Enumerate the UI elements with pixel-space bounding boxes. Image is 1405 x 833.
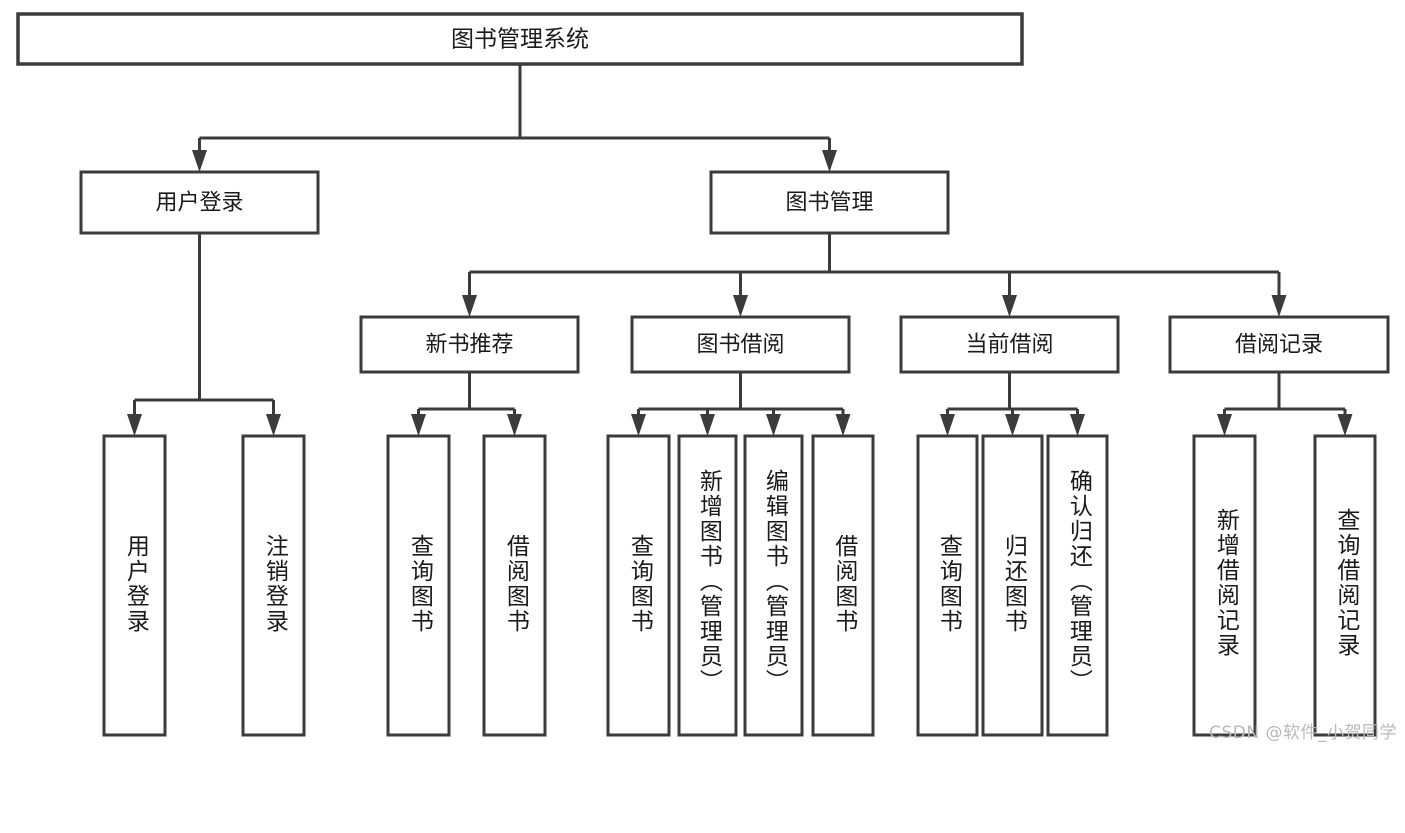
node-box	[709, 170, 950, 235]
node-leaf-logout[interactable]	[241, 434, 306, 737]
edge-group-book-manage-children	[462, 233, 1287, 317]
node-box	[16, 12, 1024, 66]
node-leaf-confirm-return[interactable]	[1046, 434, 1109, 737]
arrowhead-new_book_rec	[462, 295, 477, 317]
node-label: 用户登录	[155, 191, 243, 216]
node-box	[916, 434, 979, 737]
node-box	[677, 434, 738, 737]
node-leaf-query-book-1[interactable]	[386, 434, 451, 737]
edge-group-borrow-record-children	[1217, 372, 1353, 436]
node-leaf-query-record[interactable]	[1313, 434, 1377, 737]
node-box	[899, 315, 1120, 374]
edge-group-current-borrow-children	[940, 372, 1085, 436]
node-user-login[interactable]: 用户登录	[79, 170, 320, 235]
arrowhead-borrow_record	[1271, 295, 1287, 317]
node-leaf-user-login[interactable]	[102, 434, 167, 737]
node-leaf-query-book-3[interactable]	[916, 434, 979, 737]
node-current-borrow[interactable]: 当前借阅	[899, 315, 1120, 374]
node-box	[1168, 315, 1390, 374]
arrowhead-leaf_add_record	[1217, 414, 1232, 436]
node-leaf-add-book[interactable]	[677, 434, 738, 737]
node-box	[630, 315, 851, 374]
node-box	[482, 434, 547, 737]
node-label: 借阅记录	[1235, 333, 1323, 358]
node-box	[606, 434, 671, 737]
node-box	[79, 170, 320, 235]
edge-group-new-book-rec-children	[411, 372, 522, 436]
node-label: 图书管理	[785, 191, 873, 216]
node-new-book-rec[interactable]: 新书推荐	[359, 315, 580, 374]
arrowhead-user_login	[192, 150, 207, 172]
edge-group-root-children	[192, 64, 837, 172]
arrowhead-leaf_query_book_1	[411, 414, 426, 436]
arrowhead-leaf_logout	[266, 414, 281, 436]
node-box	[359, 315, 580, 374]
node-box	[386, 434, 451, 737]
arrowhead-leaf_query_book_2	[631, 414, 646, 436]
edges-layer	[127, 64, 1353, 436]
node-label: 图书借阅	[696, 333, 784, 358]
node-book-borrow[interactable]: 图书借阅	[630, 315, 851, 374]
edge-group-user-login-children	[127, 233, 281, 436]
arrowhead-leaf_return_book	[1005, 414, 1020, 436]
node-box	[1046, 434, 1109, 737]
node-box	[1192, 434, 1257, 737]
flowchart-diagram: 图书管理系统用户登录图书管理新书推荐图书借阅当前借阅借阅记录 用户登录注销登录查…	[16, 12, 1397, 743]
arrowhead-leaf_user_login	[127, 414, 142, 436]
node-root[interactable]: 图书管理系统	[16, 12, 1024, 66]
node-leaf-return-book[interactable]	[981, 434, 1044, 737]
node-box	[241, 434, 306, 737]
node-leaf-borrow-book-1[interactable]	[482, 434, 547, 737]
node-leaf-add-record[interactable]	[1192, 434, 1257, 737]
arrowhead-leaf_confirm_return	[1070, 414, 1085, 436]
arrowhead-leaf_borrow_book_1	[507, 414, 522, 436]
watermark-text: CSDN @软件_小贺同学	[1209, 723, 1397, 743]
node-box	[1313, 434, 1377, 737]
arrowhead-current_borrow	[1002, 295, 1017, 317]
node-box	[981, 434, 1044, 737]
node-leaf-query-book-2[interactable]	[606, 434, 671, 737]
node-box	[811, 434, 875, 737]
arrowhead-leaf_add_book	[700, 414, 715, 436]
node-box	[743, 434, 804, 737]
arrowhead-leaf_borrow_book_2	[835, 414, 851, 436]
edge-group-book-borrow-children	[631, 372, 851, 436]
node-label: 当前借阅	[965, 333, 1053, 358]
node-book-manage[interactable]: 图书管理	[709, 170, 950, 235]
arrowhead-book_manage	[822, 150, 837, 172]
node-label: 新书推荐	[425, 333, 513, 358]
arrowhead-book_borrow	[733, 295, 748, 317]
node-leaf-borrow-book-2[interactable]	[811, 434, 875, 737]
node-borrow-record[interactable]: 借阅记录	[1168, 315, 1390, 374]
node-box	[102, 434, 167, 737]
arrowhead-leaf_edit_book	[766, 414, 781, 436]
node-label: 图书管理系统	[451, 27, 589, 53]
node-leaf-edit-book[interactable]	[743, 434, 804, 737]
arrowhead-leaf_query_book_3	[940, 414, 955, 436]
arrowhead-leaf_query_record	[1337, 414, 1353, 436]
